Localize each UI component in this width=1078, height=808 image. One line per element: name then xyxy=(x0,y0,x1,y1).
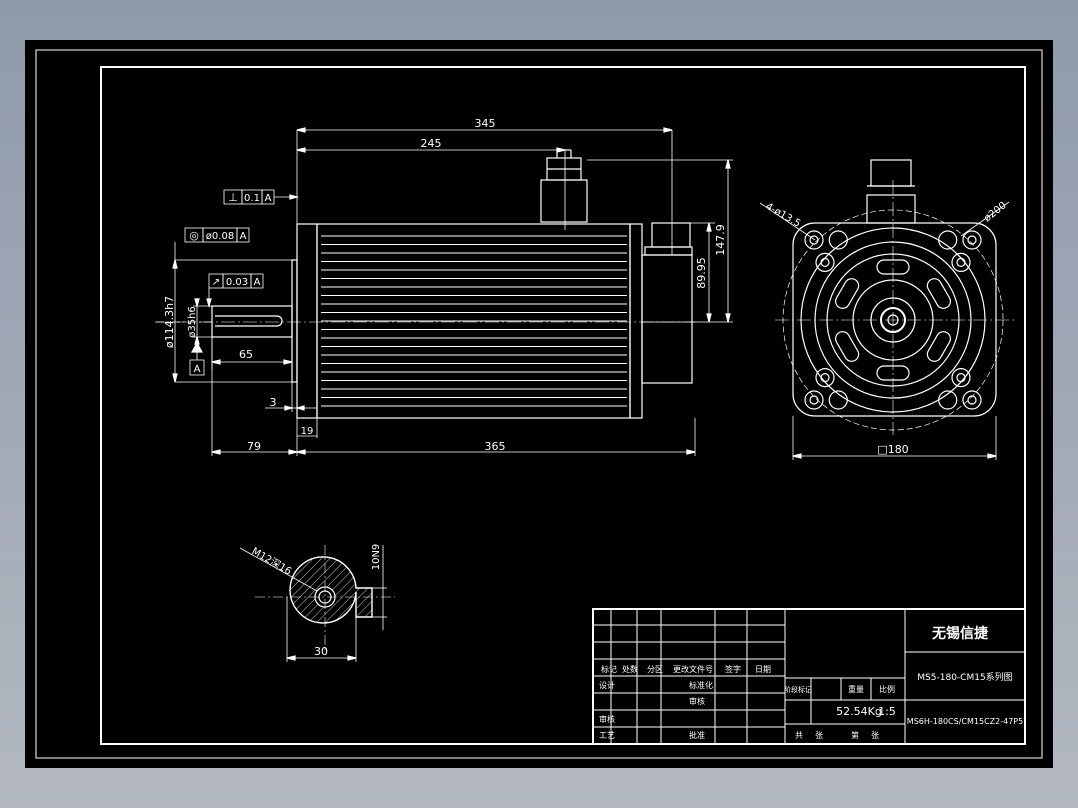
weight-value: 52.54Kg xyxy=(836,705,882,718)
spigot xyxy=(291,259,298,383)
tolerance-concentricity: ◎ ø0.08 A xyxy=(172,227,292,383)
scale-value: 1:5 xyxy=(878,705,896,718)
thread-label: M12深16 xyxy=(250,545,294,577)
drawing-name: MS5-180-CM15系列图 xyxy=(917,671,1012,683)
key-label: 10N9 xyxy=(371,544,382,571)
datum-box xyxy=(189,359,205,376)
shaft-section: M12深16 10N9 30 xyxy=(239,544,395,662)
scale-label: 比例 xyxy=(879,684,895,694)
svg-text:A: A xyxy=(254,277,261,288)
svg-text:A: A xyxy=(240,231,247,242)
shaft xyxy=(211,305,293,338)
title-block: 无锡信捷 MS5-180-CM15系列图 MS6H-180CS/CM15CZ2-… xyxy=(592,608,1026,745)
svg-text:ø0.08: ø0.08 xyxy=(206,231,234,242)
pcd-label: ø200 xyxy=(982,200,1009,224)
encoder-connector xyxy=(651,222,691,248)
dim-3: 3 xyxy=(270,396,277,409)
svg-text:⊥: ⊥ xyxy=(228,191,238,204)
dim-89-95: 89.95 xyxy=(695,257,708,289)
svg-text:A: A xyxy=(265,193,272,204)
svg-text:第: 第 xyxy=(851,730,859,740)
stage-label: 阶段标记 xyxy=(784,685,812,694)
company-name: 无锡信捷 xyxy=(931,625,989,642)
datum-label: A xyxy=(194,364,201,375)
datum-triangle xyxy=(190,341,204,353)
row-review-2: 审核 xyxy=(689,696,705,706)
dim-dia-114: ø114.3h7 xyxy=(163,296,176,348)
cooling-fins xyxy=(321,235,627,407)
dim-30: 30 xyxy=(314,645,328,658)
dim-19: 19 xyxy=(301,426,314,437)
row-standard: 标准化 xyxy=(689,680,713,690)
inner-frame xyxy=(100,66,1026,745)
dim-65: 65 xyxy=(239,348,253,361)
holes-label: 4-ø13.5 xyxy=(764,201,803,230)
tolerance-perpendicularity: ⊥ 0.1 A xyxy=(223,189,300,205)
dim-147-9: 147.9 xyxy=(714,224,727,256)
header-date: 日期 xyxy=(755,665,771,674)
svg-text:共: 共 xyxy=(795,731,803,740)
svg-text:0.1: 0.1 xyxy=(244,193,260,204)
row-approve: 批准 xyxy=(689,730,705,740)
drawing-sheet: 345 245 147.9 89.95 ⊥ 0.1 A ◎ xyxy=(25,40,1053,768)
front-flange xyxy=(296,223,318,419)
svg-text:◎: ◎ xyxy=(189,229,199,242)
side-view: 345 245 147.9 89.95 ⊥ 0.1 A ◎ xyxy=(155,117,733,456)
encoder-housing xyxy=(641,254,693,384)
dim-79: 79 xyxy=(247,440,261,453)
weight-label: 重量 xyxy=(848,684,864,694)
keyway xyxy=(215,315,283,327)
dim-345: 345 xyxy=(475,117,496,130)
svg-text:张: 张 xyxy=(871,731,879,740)
dim-dia-35: ø35h6 xyxy=(187,306,198,338)
header-sign: 签字 xyxy=(725,664,741,674)
dim-245: 245 xyxy=(421,137,442,150)
model-number: MS6H-180CS/CM15CZ2-47P5 xyxy=(907,717,1023,726)
row-design: 设计 xyxy=(599,680,615,690)
row-review: 审核 xyxy=(599,714,615,724)
svg-text:0.03: 0.03 xyxy=(226,277,248,288)
outer-frame xyxy=(35,49,1043,759)
rear-cap xyxy=(629,223,643,419)
header-mark: 标记 xyxy=(601,664,617,674)
front-view: 4-ø13.5 ø200 □180 xyxy=(759,159,1015,460)
tolerance-runout: ↗ 0.03 A xyxy=(206,273,264,309)
mounting-holes xyxy=(804,230,982,410)
power-connector xyxy=(540,179,588,223)
svg-text:↗: ↗ xyxy=(212,277,220,288)
header-file: 更改文件号 xyxy=(673,664,713,674)
cad-drawing: 345 245 147.9 89.95 ⊥ 0.1 A ◎ xyxy=(35,49,1043,759)
dim-180: □180 xyxy=(877,443,908,456)
row-craft: 工艺 xyxy=(599,731,615,740)
svg-text:张: 张 xyxy=(815,731,823,740)
front-connector xyxy=(866,194,916,224)
header-zone: 分区 xyxy=(647,665,663,674)
header-count: 处数 xyxy=(622,664,638,674)
dim-365: 365 xyxy=(485,440,506,453)
